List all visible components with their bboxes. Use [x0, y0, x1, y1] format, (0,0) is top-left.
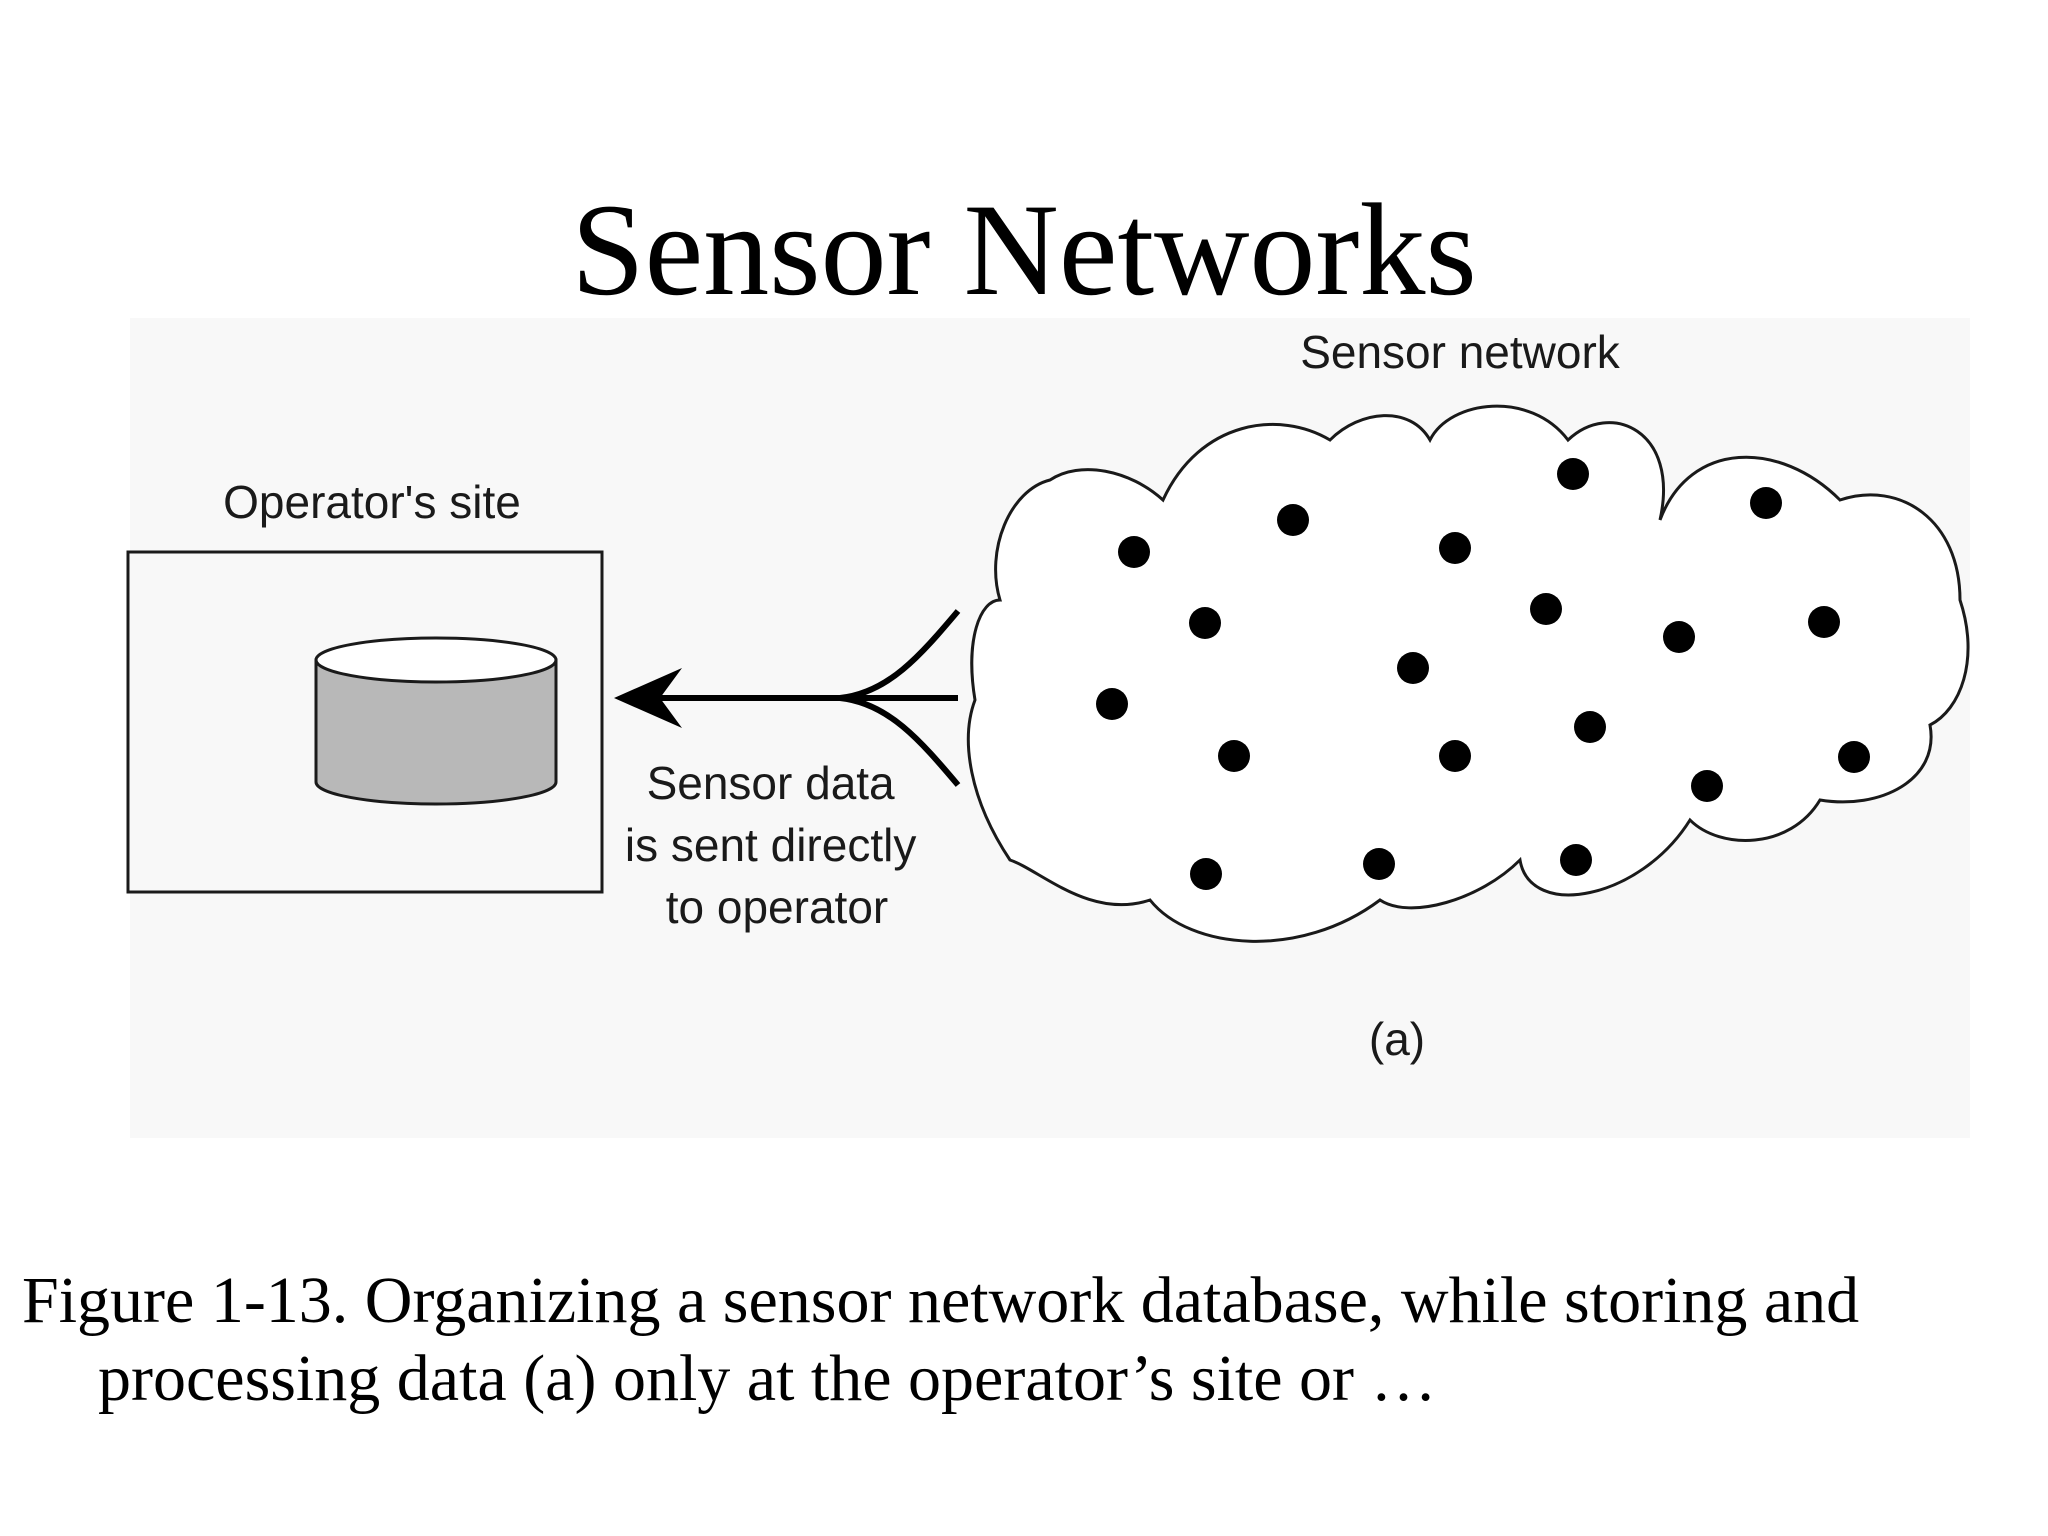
- sensor-node: [1574, 711, 1606, 743]
- arrow-label-line-1: Sensor data: [647, 757, 895, 809]
- sensor-node: [1560, 844, 1592, 876]
- database-body: [314, 658, 558, 806]
- slide-title: Sensor Networks: [571, 176, 1477, 323]
- sensor-node: [1750, 487, 1782, 519]
- sensor-node: [1363, 848, 1395, 880]
- sensor-node: [1557, 458, 1589, 490]
- operator-site-label: Operator's site: [223, 476, 521, 528]
- sensor-node: [1096, 688, 1128, 720]
- sensor-node: [1189, 607, 1221, 639]
- database-icon: [314, 636, 558, 806]
- arrow-label: Sensor data is sent directly to operator: [625, 757, 929, 933]
- sensor-node: [1530, 593, 1562, 625]
- arrow-label-line-3: to operator: [666, 881, 888, 933]
- sensor-node: [1663, 621, 1695, 653]
- sensor-node: [1808, 606, 1840, 638]
- sensor-node: [1118, 536, 1150, 568]
- sensor-node: [1190, 858, 1222, 890]
- arrow-head: [614, 668, 682, 728]
- sensor-node: [1439, 532, 1471, 564]
- sensor-node: [1838, 741, 1870, 773]
- sensor-node: [1218, 740, 1250, 772]
- sensor-node: [1397, 652, 1429, 684]
- data-flow-arrow: [614, 609, 961, 787]
- panel-label: (a): [1369, 1013, 1425, 1065]
- figure-caption: Figure 1-13. Organizing a sensor network…: [22, 1264, 1860, 1415]
- sensor-nodes: [1096, 458, 1870, 890]
- operator-site-box: [126, 550, 604, 894]
- sensor-node: [1439, 740, 1471, 772]
- arrow-label-line-2: is sent directly: [625, 819, 916, 871]
- sensor-node: [1691, 770, 1723, 802]
- sensor-node: [1277, 504, 1309, 536]
- sensor-network-cloud: [966, 404, 1970, 943]
- database-top: [314, 636, 558, 684]
- sensor-network-label: Sensor network: [1300, 326, 1621, 378]
